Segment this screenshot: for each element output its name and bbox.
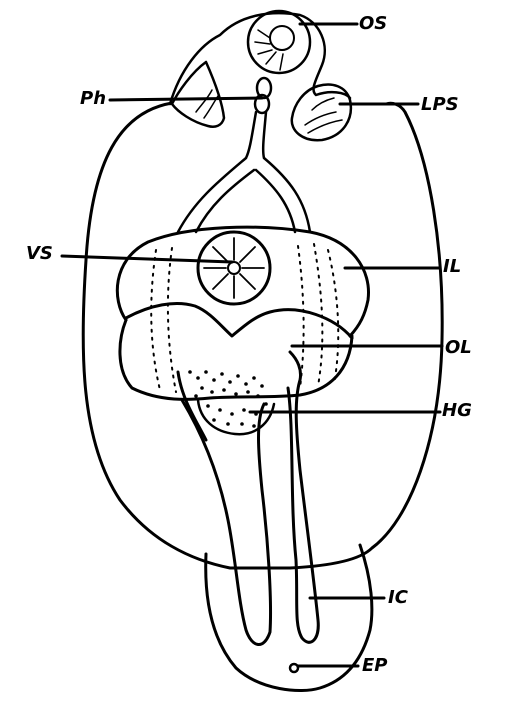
leader-ph bbox=[110, 98, 262, 100]
oral-sucker-rib-3 bbox=[258, 50, 272, 54]
oral-sucker-rib-5 bbox=[280, 54, 283, 70]
oral-sucker-cap bbox=[170, 13, 350, 104]
label-lateral-pseudo-sucker: LPS bbox=[421, 96, 459, 114]
caecum-left-outer bbox=[178, 372, 206, 440]
oral-sucker-rib-2 bbox=[255, 42, 270, 44]
gut-branch-right-inner bbox=[256, 170, 295, 232]
dotted-line-5 bbox=[328, 250, 338, 384]
ventral-sucker-inner bbox=[228, 262, 240, 274]
esophagus-left bbox=[246, 112, 256, 158]
label-pharynx: Ph bbox=[80, 90, 106, 108]
label-excretory-pore: EP bbox=[362, 657, 388, 675]
label-inner-lobe: IL bbox=[443, 258, 461, 276]
lps-hatch-2 bbox=[308, 120, 342, 133]
caecum-left bbox=[182, 400, 271, 645]
label-oral-sucker: OS bbox=[359, 15, 387, 33]
lateral-lobe-left-outline bbox=[172, 62, 224, 127]
esophagus-right bbox=[263, 112, 266, 158]
gut-branch-left-inner bbox=[196, 170, 254, 232]
gut-branch-right bbox=[264, 158, 310, 232]
oral-sucker-rib-4 bbox=[266, 52, 276, 64]
lps-hatch-3 bbox=[312, 98, 334, 110]
dotted-line-1 bbox=[151, 250, 160, 390]
ventral-sucker-rays bbox=[204, 238, 264, 298]
oral-sucker-rib-1 bbox=[258, 30, 270, 38]
outer-lobe-top-edge bbox=[126, 303, 352, 338]
label-ventral-sucker: VS bbox=[26, 245, 53, 263]
label-hind-gland: HG bbox=[442, 402, 472, 420]
label-intestinal-caeca: IC bbox=[388, 589, 408, 607]
oral-sucker-inner bbox=[270, 26, 294, 50]
gut-branch-left bbox=[178, 158, 246, 232]
label-outer-lobe: OL bbox=[445, 339, 472, 357]
dotted-line-2 bbox=[168, 248, 176, 392]
